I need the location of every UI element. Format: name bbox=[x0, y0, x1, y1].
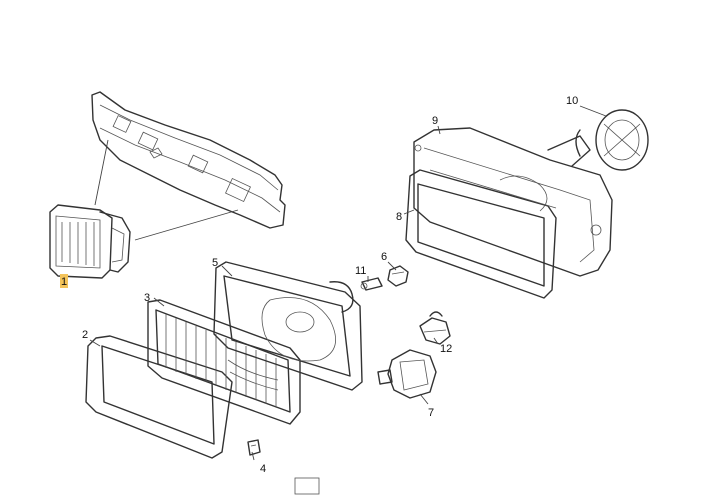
assembly-guide-lines bbox=[94, 139, 239, 241]
headlamp-lens-part-3[interactable] bbox=[147, 299, 301, 425]
bulb-part-12[interactable] bbox=[419, 311, 451, 345]
bulb-part-11[interactable] bbox=[360, 277, 383, 291]
headlamp-support-bracket[interactable] bbox=[91, 91, 286, 229]
callout-6[interactable]: 6 bbox=[381, 251, 387, 263]
callout-1-highlight bbox=[60, 274, 68, 288]
housing-seal-part-8[interactable] bbox=[405, 169, 557, 299]
headlamp-housing-part-9[interactable] bbox=[413, 127, 613, 277]
callout-9[interactable]: 9 bbox=[432, 115, 438, 127]
callout-12[interactable]: 12 bbox=[440, 343, 452, 355]
lens-gasket-part-2[interactable] bbox=[85, 335, 233, 459]
callout-leaders bbox=[89, 105, 607, 461]
bulb-socket-part-6[interactable] bbox=[387, 265, 409, 287]
page-marker-box bbox=[294, 477, 320, 495]
clip-part-4[interactable] bbox=[247, 439, 261, 456]
rear-cap-part-10[interactable] bbox=[575, 109, 649, 171]
lamp-unit-part-1[interactable] bbox=[49, 204, 131, 279]
callout-labels: 1 2 3 4 5 6 7 8 9 10 11 12 bbox=[60, 95, 578, 475]
callout-3[interactable]: 3 bbox=[144, 292, 150, 304]
callout-2[interactable]: 2 bbox=[82, 329, 88, 341]
callout-4[interactable]: 4 bbox=[260, 463, 266, 475]
callout-8[interactable]: 8 bbox=[396, 211, 402, 223]
callout-1[interactable]: 1 bbox=[61, 276, 67, 288]
leveling-motor-part-7[interactable] bbox=[377, 349, 437, 399]
callout-7[interactable]: 7 bbox=[428, 407, 434, 419]
callout-5[interactable]: 5 bbox=[212, 257, 218, 269]
callout-10[interactable]: 10 bbox=[566, 95, 578, 107]
reflector-part-5[interactable] bbox=[213, 261, 363, 391]
callout-11[interactable]: 11 bbox=[355, 265, 366, 277]
